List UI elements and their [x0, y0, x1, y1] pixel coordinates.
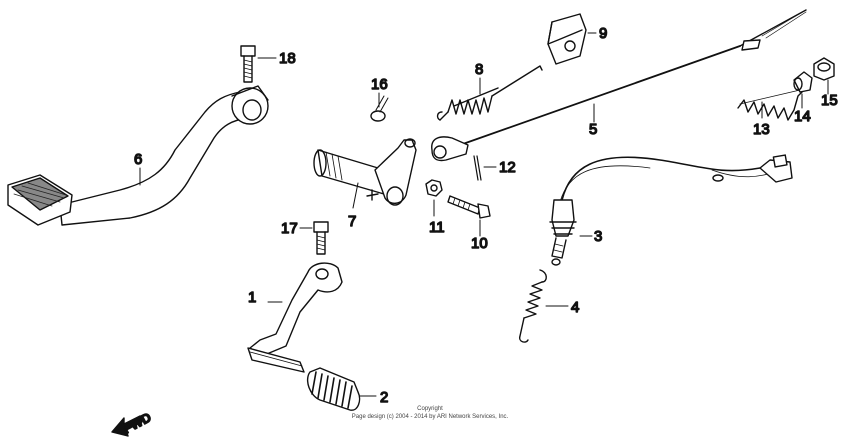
- callout-9: 9: [599, 25, 607, 42]
- shift-pedal-1: [247, 262, 343, 373]
- callout-17: 17: [281, 220, 298, 237]
- fwd-label: FWD: [120, 410, 153, 437]
- callout-2: 2: [380, 389, 388, 406]
- copyright-text: Page design (c) 2004 - 2014 by ARI Netwo…: [351, 414, 509, 420]
- brake-arm-7: [313, 138, 417, 209]
- bracket-9: [547, 13, 597, 65]
- bolt-17: [299, 221, 329, 255]
- copyright-title: Copyright: [417, 406, 443, 412]
- nut-15: [813, 57, 835, 95]
- brake-pedal: [7, 85, 269, 226]
- spring-8: [436, 65, 543, 121]
- callout-3: 3: [594, 228, 602, 245]
- collar-14: [793, 71, 813, 109]
- callout-4: 4: [571, 299, 579, 316]
- callout-6: 6: [134, 151, 142, 168]
- bolt-10: [447, 195, 491, 237]
- spring-13: [737, 87, 807, 121]
- spring-4: [518, 269, 569, 343]
- brake-switch-3: [549, 154, 793, 266]
- copyright-block: Copyright Page design (c) 2004 - 2014 by…: [300, 405, 560, 421]
- callout-12: 12: [499, 159, 516, 176]
- fwd-arrow-icon: [111, 415, 143, 437]
- bolt-18: [240, 45, 277, 83]
- screw-16: [370, 92, 389, 122]
- callout-5: 5: [589, 121, 597, 138]
- callout-18: 18: [279, 50, 296, 67]
- nut-11: [425, 179, 443, 217]
- callout-1: 1: [248, 289, 256, 306]
- cotter-pin-12: [473, 155, 497, 181]
- callout-13: 13: [753, 121, 770, 138]
- callout-8: 8: [475, 61, 483, 78]
- callout-10: 10: [471, 235, 488, 252]
- callout-11: 11: [429, 219, 445, 236]
- callout-7: 7: [348, 213, 356, 230]
- callout-14: 14: [794, 108, 811, 125]
- callout-15: 15: [821, 92, 838, 109]
- brake-rod-5: [431, 9, 807, 162]
- callout-16: 16: [371, 76, 388, 93]
- rubber-2: [306, 367, 377, 411]
